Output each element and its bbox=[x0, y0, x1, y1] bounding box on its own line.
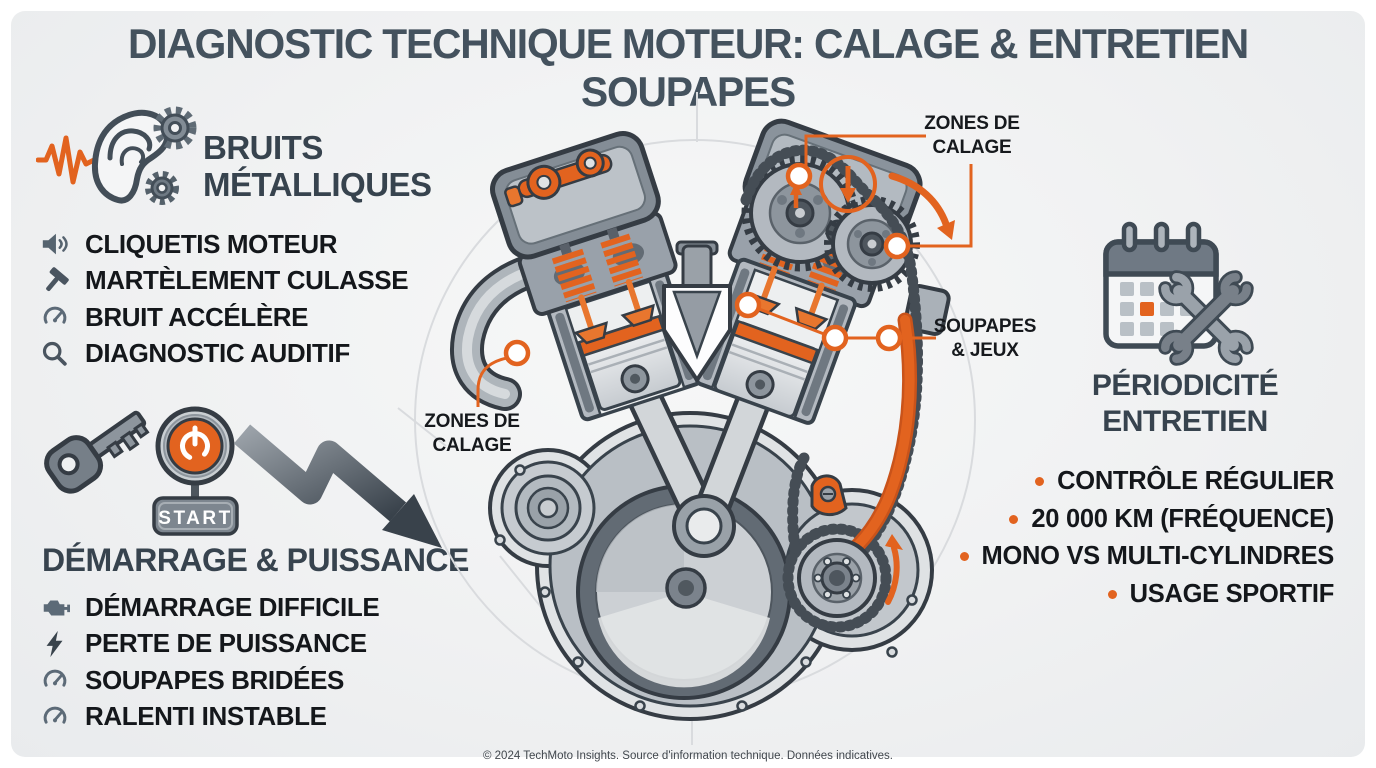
speaker-icon bbox=[42, 233, 68, 255]
callout-line: SOUPAPES bbox=[933, 316, 1037, 337]
bullet-icon bbox=[1009, 514, 1019, 524]
noises-heading-line2: MÉTALLIQUES bbox=[203, 166, 432, 203]
noises-list: CLIQUETIS MOTEUR MARTÈLEMENT CULASSE BRU… bbox=[40, 226, 409, 373]
footer-credit: © 2024 TechMoto Insights. Source d'infor… bbox=[482, 750, 893, 762]
page-title: DIAGNOSTIC TECHNIQUE MOTEUR: CALAGE & EN… bbox=[128, 20, 1249, 115]
bullet-icon bbox=[959, 552, 969, 562]
crank-sprocket bbox=[797, 538, 877, 618]
list-item: CLIQUETIS MOTEUR bbox=[40, 226, 408, 263]
gauge-icon bbox=[43, 706, 67, 724]
list-item: USAGE SPORTIF bbox=[960, 576, 1334, 614]
v-notch bbox=[662, 240, 732, 382]
maintenance-heading-line1: PÉRIODICITÉ bbox=[1091, 369, 1279, 402]
timing-highlight-ring bbox=[819, 155, 877, 213]
list-item-label: BRUIT ACCÉLÈRE bbox=[85, 301, 309, 332]
list-item-label: USAGE SPORTIF bbox=[1129, 579, 1335, 608]
list-item: DÉMARRAGE DIFFICILE bbox=[40, 589, 380, 626]
start-button-label: START bbox=[158, 508, 232, 529]
list-item: BRUIT ACCÉLÈRE bbox=[40, 299, 408, 336]
list-item: MONO VS MULTI-CYLINDRES bbox=[959, 538, 1335, 576]
list-item: DIAGNOSTIC AUDITIF bbox=[40, 336, 408, 373]
ear-gears-icon bbox=[36, 106, 197, 205]
callout-timing-left: ZONES DE CALAGE bbox=[416, 410, 528, 457]
crankshaft-flywheel bbox=[576, 484, 792, 700]
starting-list: DÉMARRAGE DIFFICILE PERTE DE PUISSANCE S… bbox=[40, 589, 380, 736]
list-item: RALENTI INSTABLE bbox=[40, 699, 379, 736]
list-item-label: DÉMARRAGE DIFFICILE bbox=[85, 591, 380, 622]
gauge-icon bbox=[43, 669, 67, 687]
start-plate bbox=[152, 496, 239, 536]
zigzag-down-arrow-icon bbox=[233, 424, 442, 548]
list-item-label: CONTRÔLE RÉGULIER bbox=[1057, 467, 1334, 496]
list-item-label: SOUPAPES BRIDÉES bbox=[85, 664, 344, 695]
maintenance-heading-line2: ENTRETIEN bbox=[1102, 405, 1268, 438]
maintenance-list: CONTRÔLE RÉGULIER 20 000 KM (FRÉQUENCE) … bbox=[959, 463, 1335, 614]
crossed-wrenches-icon bbox=[1158, 270, 1254, 366]
list-item: PERTE DE PUISSANCE bbox=[40, 626, 379, 663]
valve-spring bbox=[600, 233, 644, 287]
starting-heading: DÉMARRAGE & PUISSANCE bbox=[42, 542, 469, 578]
gauge-icon bbox=[43, 306, 67, 324]
list-item-label: 20 000 KM (FRÉQUENCE) bbox=[1031, 504, 1334, 533]
engine-icon bbox=[43, 600, 70, 616]
list-item-label: DIAGNOSTIC AUDITIF bbox=[85, 338, 350, 369]
callout-line: ZONES DE bbox=[924, 113, 1020, 134]
engine-cutaway-illustration bbox=[397, 92, 976, 745]
list-item-label: MONO VS MULTI-CYLINDRES bbox=[981, 542, 1335, 571]
maintenance-heading: PÉRIODICITÉ ENTRETIEN bbox=[1035, 368, 1335, 440]
bullet-icon bbox=[1035, 477, 1045, 487]
lightning-icon bbox=[46, 630, 63, 657]
hammer-icon bbox=[46, 266, 69, 291]
callout-line: CALAGE bbox=[932, 136, 1012, 158]
bullet-icon bbox=[1107, 589, 1117, 599]
valve-spring bbox=[551, 248, 597, 303]
gear-icon bbox=[153, 106, 197, 150]
noises-heading-line1: BRUITS bbox=[203, 129, 323, 166]
callout-markers bbox=[503, 162, 911, 367]
list-item-label: PERTE DE PUISSANCE bbox=[85, 628, 367, 659]
gear-icon bbox=[145, 171, 179, 205]
chain-guide bbox=[810, 312, 918, 564]
list-item: MARTÈLEMENT CULASSE bbox=[40, 263, 409, 300]
callout-valves: SOUPAPES & JEUX bbox=[931, 315, 1039, 362]
callout-leader-lines bbox=[476, 134, 973, 407]
noises-heading: BRUITS MÉTALLIQUES bbox=[203, 129, 432, 203]
list-item-label: CLIQUETIS MOTEUR bbox=[85, 228, 338, 259]
waveform-icon bbox=[36, 135, 97, 185]
list-item-label: MARTÈLEMENT CULASSE bbox=[85, 265, 409, 296]
list-item: 20 000 KM (FRÉQUENCE) bbox=[960, 501, 1334, 539]
power-button-icon: START bbox=[152, 406, 239, 536]
magnifier-icon bbox=[42, 341, 67, 366]
callout-timing-top: ZONES DE CALAGE bbox=[903, 112, 1041, 159]
list-item-label: RALENTI INSTABLE bbox=[85, 701, 327, 732]
callout-line: & JEUX bbox=[951, 339, 1019, 361]
list-item: SOUPAPES BRIDÉES bbox=[40, 662, 379, 699]
rotation-arrows bbox=[790, 172, 955, 605]
callout-line: CALAGE bbox=[432, 434, 512, 456]
key-icon bbox=[44, 410, 150, 494]
power-symbol bbox=[180, 431, 210, 461]
list-item: CONTRÔLE RÉGULIER bbox=[960, 463, 1334, 501]
calendar-wrench-icon bbox=[1103, 221, 1254, 366]
callout-line: ZONES DE bbox=[424, 411, 520, 432]
left-cylinder-bank bbox=[490, 131, 702, 422]
